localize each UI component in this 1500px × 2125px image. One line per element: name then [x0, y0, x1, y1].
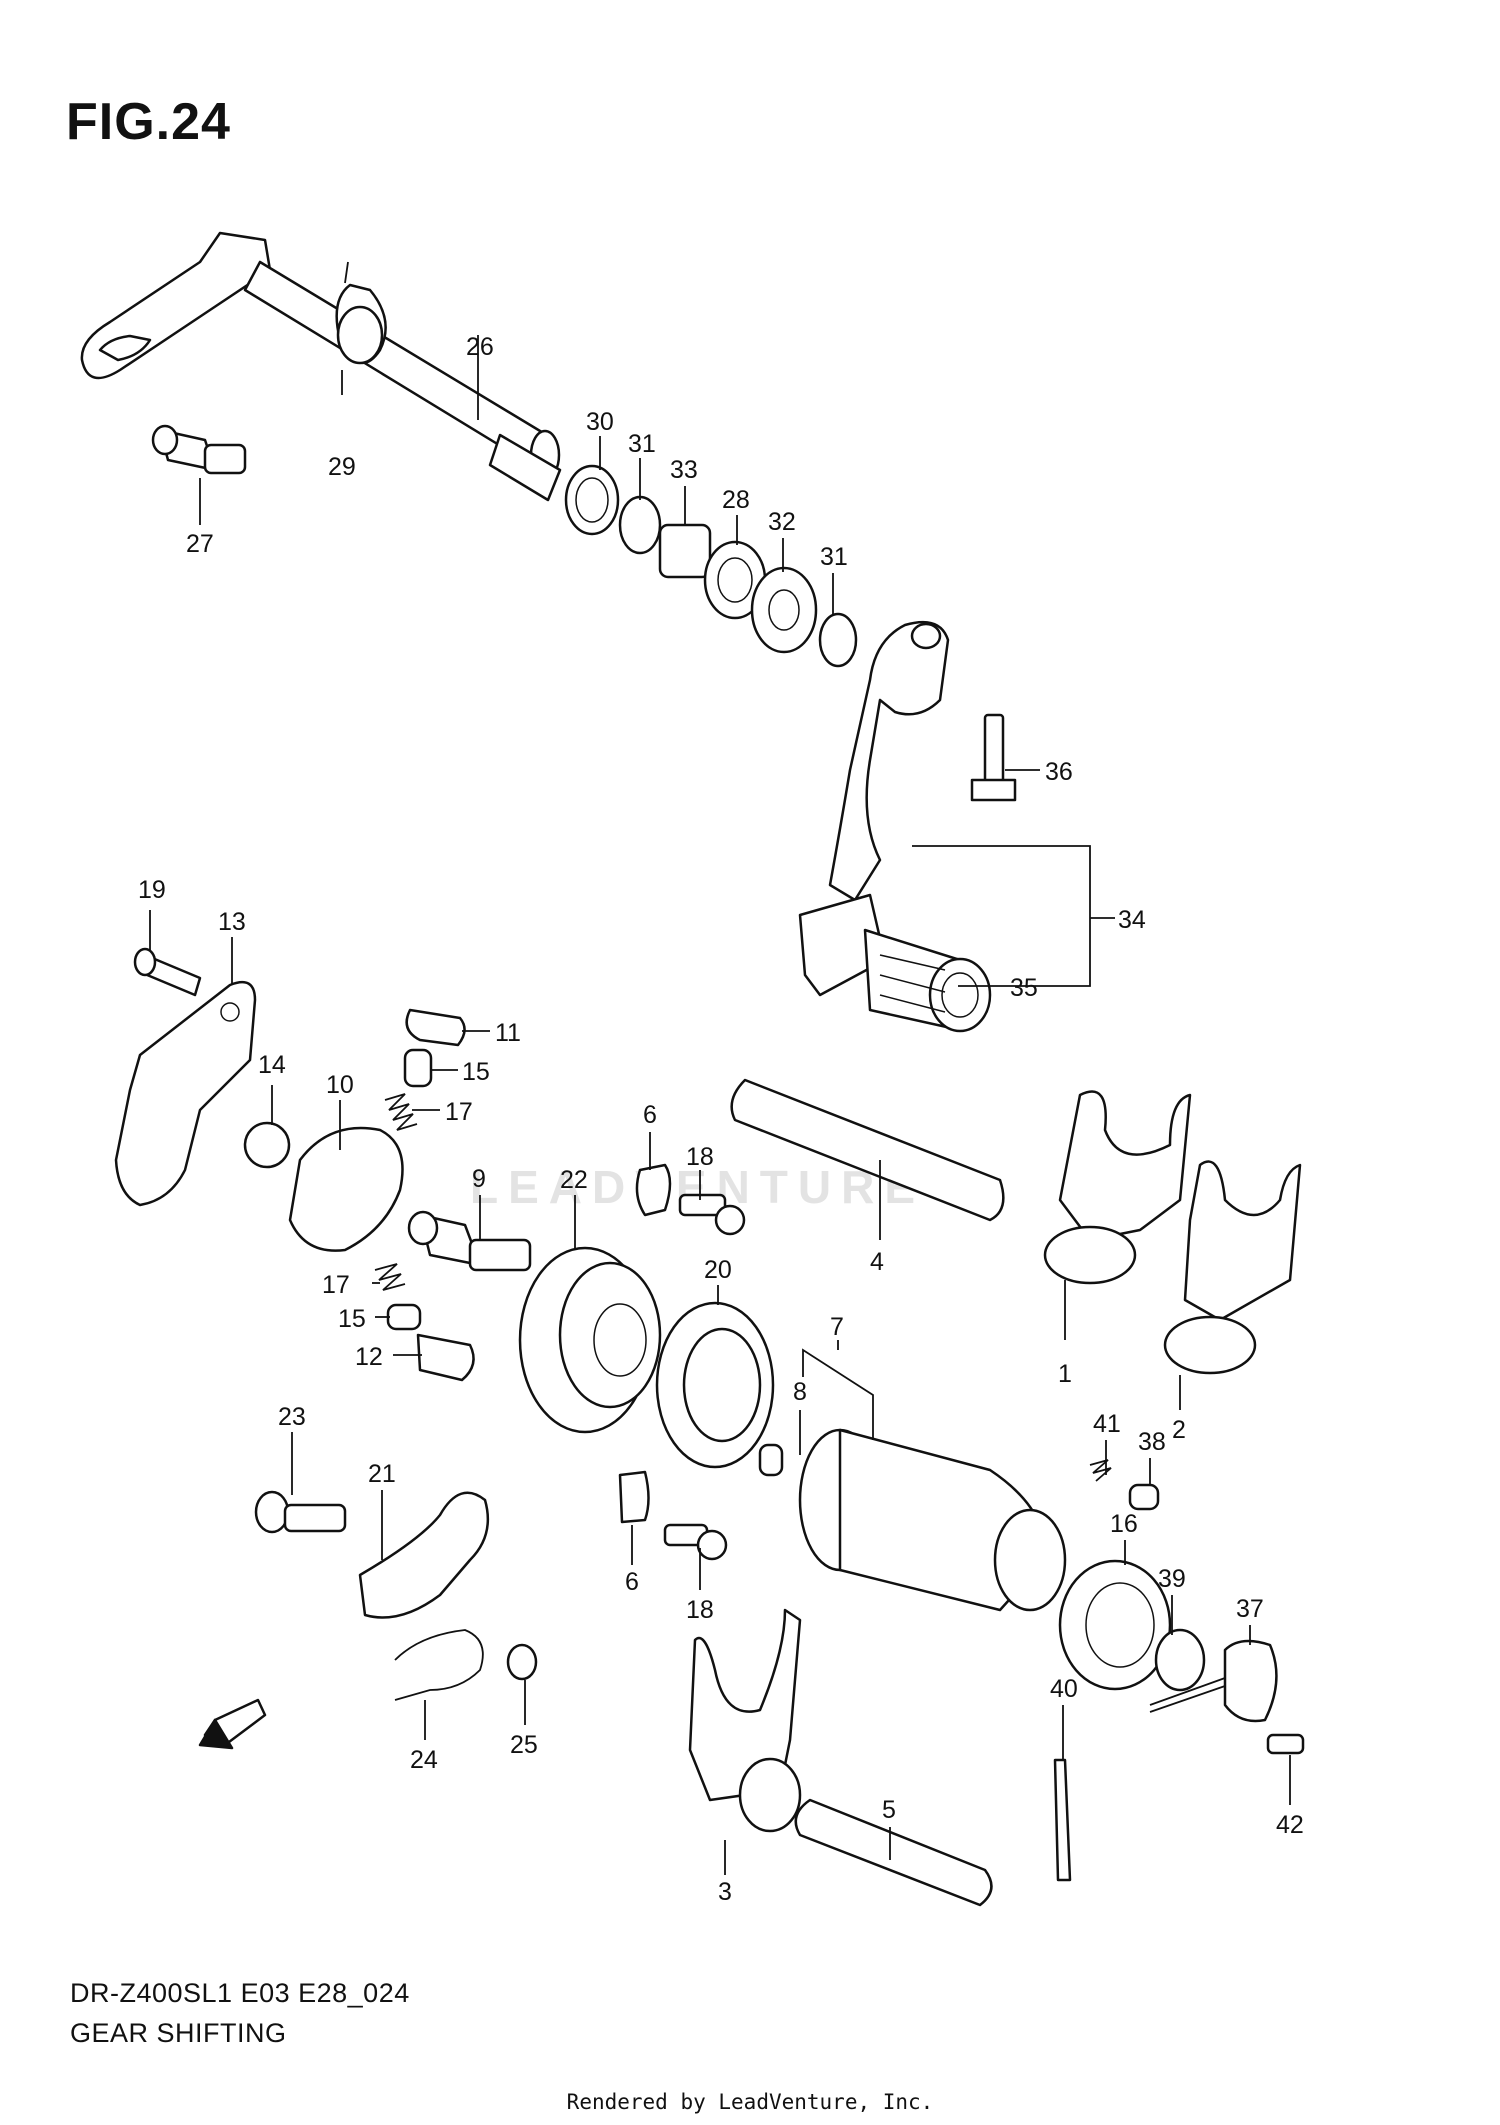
callout-17b: 17 — [322, 1271, 350, 1299]
callout-30: 30 — [586, 408, 614, 436]
callout-26: 26 — [466, 333, 494, 361]
callout-6a: 6 — [643, 1101, 657, 1129]
callout-28: 28 — [722, 486, 750, 514]
spring-17 — [384, 1093, 418, 1131]
callout-37: 37 — [1236, 1595, 1264, 1623]
fork-shaft-4 — [730, 1078, 1005, 1222]
callout-labels: 26 29 27 30 31 33 28 32 31 36 34 35 19 1… — [138, 333, 1304, 1906]
washer — [564, 464, 620, 536]
callout-1: 1 — [1058, 1360, 1072, 1388]
shift-fork-2 — [1163, 1160, 1302, 1375]
spring-41 — [1089, 1459, 1112, 1482]
pawl-11 — [405, 1008, 466, 1047]
callout-20: 20 — [704, 1256, 732, 1284]
bolt-23 — [254, 1490, 347, 1534]
pin-15 — [403, 1048, 433, 1088]
washer-32 — [750, 566, 818, 654]
diagram-subtitle: GEAR SHIFTING — [70, 2018, 287, 2048]
cam-driven-gear-bolt — [407, 1210, 532, 1272]
washer-14 — [243, 1121, 291, 1169]
fwd-arrow-icon — [198, 1698, 267, 1750]
leader-lines — [149, 335, 1291, 1875]
needle-bearing — [658, 523, 712, 579]
gearshift-lever — [798, 620, 992, 1033]
shift-fork-3 — [688, 1608, 802, 1833]
callout-36: 36 — [1045, 758, 1073, 786]
callout-38: 38 — [1138, 1428, 1166, 1456]
callout-6b: 6 — [625, 1568, 639, 1596]
callout-25: 25 — [510, 1731, 538, 1759]
screw-18 — [678, 1193, 746, 1236]
callout-22: 22 — [560, 1166, 588, 1194]
bearing-16 — [1058, 1559, 1172, 1691]
callout-11: 11 — [495, 1019, 521, 1047]
callout-24: 24 — [410, 1746, 438, 1774]
callout-2: 2 — [1172, 1416, 1186, 1444]
callout-21: 21 — [368, 1460, 396, 1488]
callout-10: 10 — [326, 1071, 354, 1099]
pin-8 — [758, 1443, 784, 1477]
return-spring — [335, 261, 387, 365]
callout-33: 33 — [670, 456, 698, 484]
callout-31a: 31 — [628, 430, 656, 458]
callout-4: 4 — [870, 1248, 884, 1276]
pin-38 — [1128, 1483, 1160, 1511]
gear-position-switch — [1149, 1639, 1278, 1723]
bearing-20 — [655, 1301, 775, 1469]
callout-15b: 15 — [338, 1305, 366, 1333]
callout-31b: 31 — [820, 543, 848, 571]
bolt-36 — [970, 713, 1017, 802]
callout-15a: 15 — [462, 1058, 490, 1086]
callout-9: 9 — [472, 1165, 486, 1193]
screw-18b — [663, 1523, 728, 1561]
model-code: DR-Z400SL1 E03 E28_024 — [70, 1978, 410, 2008]
rendered-by-credit: Rendered by LeadVenture, Inc. — [566, 2090, 934, 2114]
callout-18b: 18 — [686, 1596, 714, 1624]
callout-40: 40 — [1050, 1675, 1078, 1703]
clamp-40 — [1053, 1758, 1072, 1882]
callout-27: 27 — [186, 530, 214, 558]
stud-bolt — [151, 424, 247, 475]
callout-13: 13 — [218, 908, 246, 936]
callout-39: 39 — [1158, 1565, 1186, 1593]
callout-41: 41 — [1093, 1410, 1121, 1438]
callout-12: 12 — [355, 1343, 383, 1371]
circlip-31b — [818, 612, 858, 668]
callout-29: 29 — [328, 453, 356, 481]
callout-16: 16 — [1110, 1510, 1138, 1538]
stopper-arm-21 — [358, 1491, 490, 1619]
washer-25 — [506, 1643, 538, 1681]
figure-title: FIG.24 — [66, 93, 231, 151]
spring-17b — [374, 1263, 406, 1291]
callout-17a: 17 — [445, 1098, 473, 1126]
callout-34: 34 — [1118, 906, 1146, 934]
spring-24 — [394, 1629, 484, 1701]
callout-32: 32 — [768, 508, 796, 536]
pawl-12 — [416, 1333, 475, 1382]
cam-driven-gear — [518, 1246, 662, 1434]
retainer-plate — [635, 1163, 672, 1217]
callout-18a: 18 — [686, 1143, 714, 1171]
gear-shift-cam-stopper-plate — [114, 947, 257, 1207]
circlip — [618, 495, 662, 555]
callout-7: 7 — [830, 1313, 844, 1341]
callout-8: 8 — [793, 1378, 807, 1406]
pin-15b — [386, 1303, 422, 1331]
callout-23: 23 — [278, 1403, 306, 1431]
fork-shaft-5 — [794, 1798, 993, 1907]
callout-3: 3 — [718, 1878, 732, 1906]
callout-14: 14 — [258, 1051, 286, 1079]
retainer-plate-b — [618, 1470, 650, 1524]
shift-shaft — [80, 231, 562, 502]
gearshift-cam — [798, 1428, 1067, 1612]
screw-42 — [1266, 1733, 1305, 1755]
shift-fork-1 — [1043, 1090, 1192, 1285]
callout-19: 19 — [138, 876, 166, 904]
callout-35: 35 — [1010, 974, 1038, 1002]
callout-42: 42 — [1276, 1811, 1304, 1839]
callout-5: 5 — [882, 1796, 896, 1824]
o-ring-39 — [1154, 1628, 1206, 1692]
pawl-lifter — [288, 1126, 404, 1252]
